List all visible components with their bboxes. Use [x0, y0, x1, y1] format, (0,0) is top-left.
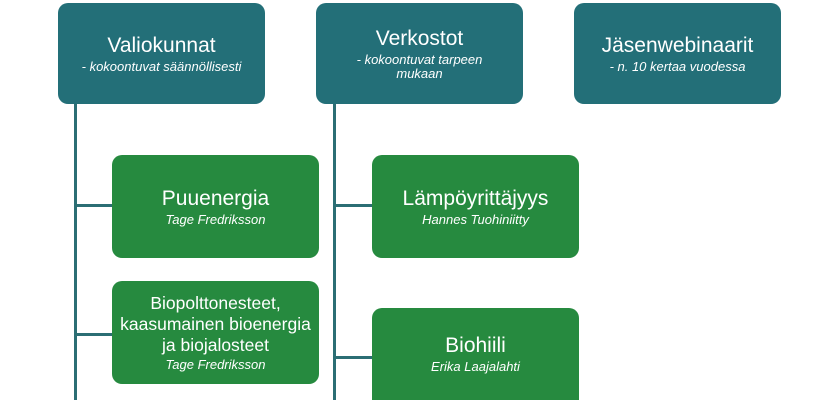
node-verkostot-title: Verkostot [375, 26, 464, 50]
node-puuenergia: Puuenergia Tage Fredriksson [112, 155, 319, 258]
connector-puuenergia [74, 204, 112, 207]
connector-lampoyrittajyys [333, 204, 372, 207]
node-valiokunnat: Valiokunnat - kokoontuvat säännöllisesti [58, 3, 265, 104]
node-puuenergia-person: Tage Fredriksson [165, 211, 266, 227]
node-biopolttonesteet-title: Biopolttonesteet, kaasumainen bioenergia… [120, 293, 311, 355]
node-jasenwebinaarit: Jäsenwebinaarit - n. 10 kertaa vuodessa [574, 3, 781, 104]
node-puuenergia-title: Puuenergia [161, 186, 270, 210]
node-lampoyrittajyys: Lämpöyrittäjyys Hannes Tuohiniitty [372, 155, 579, 258]
node-biopolttonesteet-person: Tage Fredriksson [165, 357, 266, 372]
node-valiokunnat-title: Valiokunnat [107, 33, 216, 57]
connector-valiokunnat-trunk [74, 104, 77, 400]
connector-verkostot-trunk [333, 104, 336, 400]
node-biohiili: Biohiili Erika Laajalahti [372, 308, 579, 400]
node-jasenwebinaarit-subtitle: - n. 10 kertaa vuodessa [609, 58, 746, 74]
connector-biohiili [333, 356, 372, 359]
node-lampoyrittajyys-person: Hannes Tuohiniitty [422, 211, 529, 227]
node-biohiili-person: Erika Laajalahti [431, 359, 520, 374]
connector-biopolttonesteet [74, 333, 112, 336]
node-verkostot: Verkostot - kokoontuvat tarpeen mukaan [316, 3, 523, 104]
node-biopolttonesteet: Biopolttonesteet, kaasumainen bioenergia… [112, 281, 319, 384]
node-biohiili-title: Biohiili [445, 334, 506, 357]
node-lampoyrittajyys-title: Lämpöyrittäjyys [402, 186, 549, 210]
node-valiokunnat-subtitle: - kokoontuvat säännöllisesti [81, 58, 242, 74]
node-jasenwebinaarit-title: Jäsenwebinaarit [601, 33, 754, 57]
node-verkostot-subtitle: - kokoontuvat tarpeen mukaan [356, 51, 483, 81]
